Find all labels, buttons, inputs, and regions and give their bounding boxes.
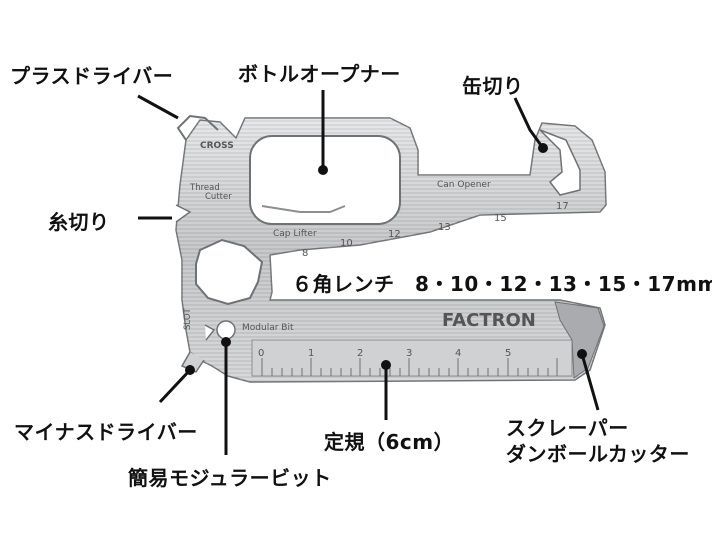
engrave-slot: SLOT xyxy=(183,307,193,330)
leader-dots xyxy=(185,143,587,375)
ruler-mark-label: 5 xyxy=(505,348,511,359)
wrench-size-label: 13 xyxy=(438,222,451,233)
leader-dot xyxy=(538,143,548,153)
engrave-can-opener: Can Opener xyxy=(437,180,491,190)
wrench-size-label: 12 xyxy=(388,229,401,240)
callout-phillips-driver: プラスドライバー xyxy=(10,64,174,88)
phillips-driver-tip xyxy=(176,114,219,141)
callout-bottle-opener: ボトルオープナー xyxy=(238,62,401,86)
can-opener-hook xyxy=(539,129,581,196)
ruler-mark-label: 0 xyxy=(258,348,264,359)
ruler-mark-label: 2 xyxy=(357,348,363,359)
bottle-opener-window xyxy=(249,135,401,225)
ruler-mark-label: 3 xyxy=(406,348,412,359)
callout-modular-bit: 簡易モジュラービット xyxy=(128,466,332,490)
callout-ruler: 定規（6cm） xyxy=(324,430,455,454)
ruler-mark-label: 1 xyxy=(308,348,314,359)
scraper-edge xyxy=(554,301,605,379)
ruler-mark-label: 4 xyxy=(455,348,461,359)
wrench-size-label: 8 xyxy=(302,248,308,259)
engrave-cross: CROSS xyxy=(200,141,234,151)
leader-lines xyxy=(137,90,600,455)
callout-thread-cutter: 糸切り xyxy=(48,210,110,234)
engrave-cap-lifter: Cap Lifter xyxy=(273,229,317,239)
hex-wrench-opening xyxy=(195,238,264,306)
engrave-brand: FACTRON xyxy=(442,310,536,331)
leader-dot xyxy=(381,360,391,370)
engrave-modular-bit: Modular Bit xyxy=(242,323,294,333)
callout-scraper-line2: ダンボールカッター xyxy=(506,442,690,466)
leader-dot xyxy=(221,337,231,347)
engrave-thread: Thread xyxy=(189,183,220,193)
engravings: CROSS Thread Cutter Can Opener Cap Lifte… xyxy=(183,141,569,359)
ruler-strip xyxy=(251,339,573,377)
wrench-size-label: 10 xyxy=(340,238,353,249)
callout-scraper-line1: スクレーパー xyxy=(506,416,629,440)
leader-scraper xyxy=(580,353,600,411)
callout-can-opener: 缶切り xyxy=(462,74,524,98)
leader-dot xyxy=(185,365,195,375)
engrave-cutter: Cutter xyxy=(205,192,232,202)
leader-dot xyxy=(318,165,328,175)
wrench-size-label: 15 xyxy=(494,213,507,224)
leader-can xyxy=(513,97,545,149)
thread-cutter-notch xyxy=(175,204,192,223)
leader-dot xyxy=(577,349,587,359)
callout-flat-driver: マイナスドライバー xyxy=(14,420,198,444)
wrench-size-label: 17 xyxy=(556,201,569,212)
leader-phillips xyxy=(137,94,179,120)
leader-flat xyxy=(158,368,192,404)
callout-hex-wrench: ６角レンチ 8・10・12・13・15・17mm xyxy=(292,272,712,296)
